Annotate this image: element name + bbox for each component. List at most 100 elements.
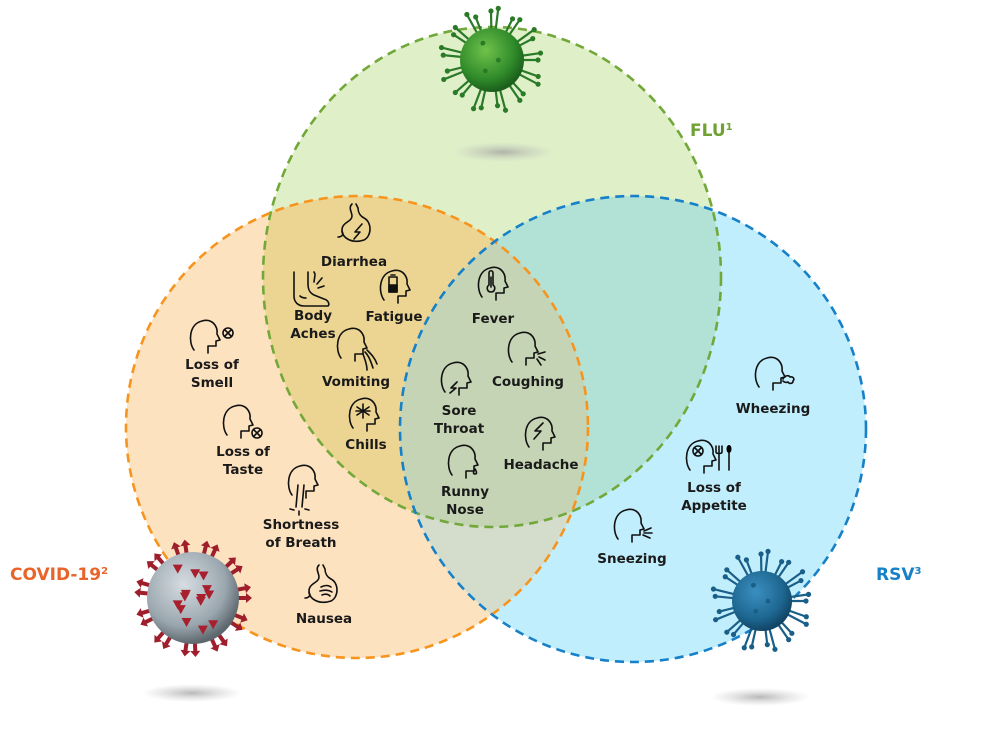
virus-spike-tip [798,577,804,584]
virus-spike-tip [520,91,526,97]
svg-text:Shortness: Shortness [263,517,340,533]
virus-spike-tip [724,567,730,573]
virus-spike [787,609,808,618]
virus-spike [511,80,525,95]
virus-spike [465,13,479,35]
svg-text:Headache: Headache [503,457,578,473]
virus-spike-tip [710,586,717,592]
virus-spike [750,627,757,648]
virus-spike-tip [246,593,252,603]
virus-spike [480,88,487,109]
virus-spike-tip [530,36,536,42]
virus-spike-tip [438,44,445,51]
head-taste-x-icon [222,404,263,439]
virus-spike-tip [140,617,149,627]
virus-surface-knob [753,608,758,614]
symptom-runny-nose: Runny Nose [441,444,489,518]
virus-surface-protein [180,589,191,599]
virus-spike-tip [154,553,163,562]
virus-body [460,28,524,92]
virus-spike-tip [240,613,248,623]
set-fills [126,27,866,662]
virus-spike-tip [789,630,795,636]
virus-spike-tip [473,14,479,20]
virus-spike-tip [459,92,465,98]
virus-spike [454,26,471,42]
symptom-coughing: Coughing [492,331,564,390]
svg-text:Vomiting: Vomiting [322,374,390,390]
virus-spike-tip [799,569,806,575]
virus-spike-tip [136,608,144,618]
virus-spike-tip [772,646,778,652]
svg-text:Loss of: Loss of [687,480,741,496]
virus-spike-tip [730,631,737,638]
virus-spike [494,7,500,32]
virus-spike [472,86,483,110]
virus-spike-tip [535,81,541,87]
virus-spike [743,626,754,649]
virus-surface-protein [172,564,183,574]
virus-surface-protein [172,600,183,610]
virus-surface-knob [480,40,486,46]
virus-spike [785,612,808,626]
virus-spike [768,626,777,651]
virus-spike-tip [146,561,155,569]
virus-spike-tip [743,557,749,563]
virus-spike-tip [509,16,516,22]
virus-spike-tip [228,557,236,566]
virus-spike-tip [803,621,809,627]
svg-text:Sneezing: Sneezing [597,551,666,567]
virus-spike-tip [713,617,719,623]
head-thermometer-icon [477,266,509,301]
virus-spike [504,17,514,35]
svg-text:Appetite: Appetite [681,498,747,514]
virus-spike [725,618,743,634]
head-vomit-icon [336,327,378,371]
virus-spike-tip [758,551,764,557]
virus-spike [474,15,483,34]
virus-spike-tip [517,17,523,23]
virus-spike-tip [803,614,809,620]
virus-spike [779,620,793,635]
rsv-set-label: RSV3 [876,565,922,585]
virus-spike [454,78,471,94]
svg-text:Wheezing: Wheezing [736,401,811,417]
virus-spike-tip [712,593,718,599]
virus-surface-knob [765,599,771,604]
stomach-lightning-icon [337,203,371,243]
virus-spike [498,87,507,112]
triple-overlap [400,196,588,527]
virus-spike [725,568,743,584]
svg-text:Runny: Runny [441,484,489,500]
virus-surface-knob [751,582,756,588]
head-smell-x-icon [189,319,234,354]
virus-body [147,552,239,644]
flu-set-label: FLU1 [690,121,733,141]
virus-spike-tip [464,11,470,18]
virus-spike-tip [161,641,171,649]
virus-surface-protein [201,585,212,595]
svg-text:Sore: Sore [442,403,477,419]
virus-spike-tip [716,608,722,615]
virus-surface-protein [208,620,219,630]
svg-text:Nausea: Nausea [296,611,352,627]
virus-spike-tip [805,591,812,597]
virus-spike-tip [786,559,792,565]
stomach-nausea-icon [304,564,338,604]
head-snowflake-icon [348,397,380,432]
rsv-virus-image [710,548,812,706]
rsv-circle-outline [398,194,868,664]
virus-spike [446,66,464,73]
virus-spike [764,550,770,575]
virus-spike-tip [244,583,251,594]
virus-spike [764,627,769,646]
virus-spike-tip [171,542,181,550]
svg-text:of Breath: of Breath [265,535,336,551]
virus-spike-tip [440,52,446,58]
virus-spike-tip [451,32,457,38]
virus-spike-tip [531,26,537,33]
virus-spike-tip [741,645,747,651]
virus-spike-tip [494,103,501,109]
svg-text:Nose: Nose [446,502,484,518]
